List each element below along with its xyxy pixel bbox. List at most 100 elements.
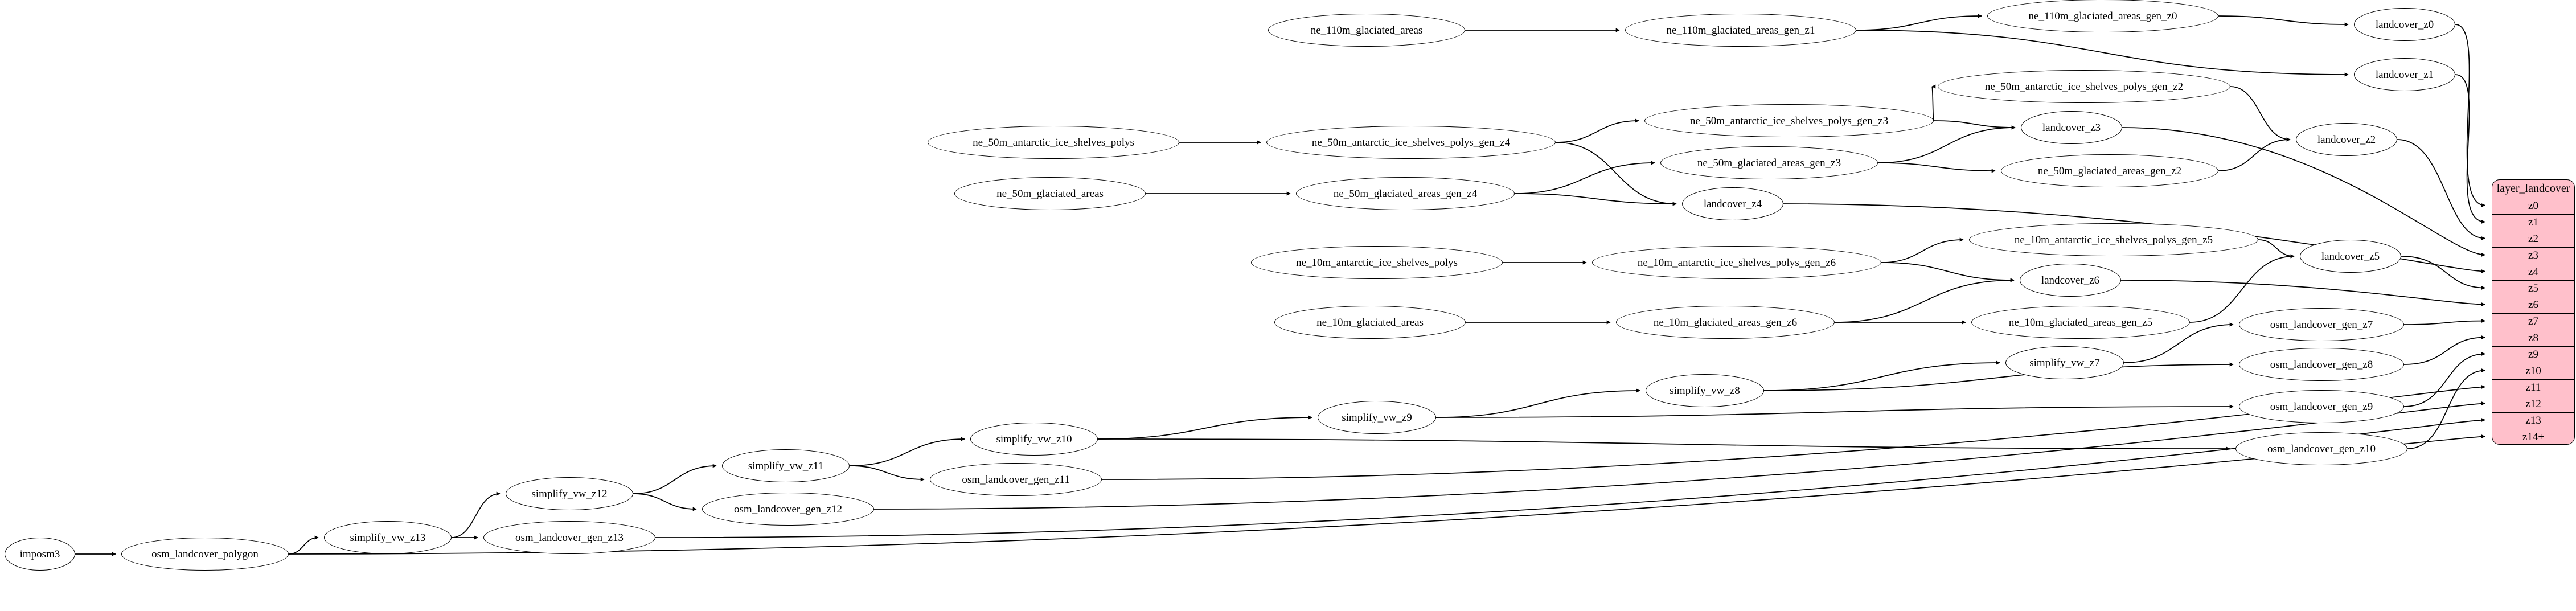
graph-node-label: ne_50m_glaciated_areas_gen_z4: [1333, 187, 1478, 200]
layer-table-header: layer_landcover: [2496, 182, 2570, 195]
graph-node-label: osm_landcover_gen_z9: [2270, 400, 2373, 413]
layer-table-row-z12[interactable]: z12: [2492, 396, 2574, 412]
graph-node-ne-110m-glaciated-areas[interactable]: ne_110m_glaciated_areas: [1268, 14, 1465, 47]
graph-node-osm-landcover-gen-z11[interactable]: osm_landcover_gen_z11: [930, 463, 1102, 496]
graph-node-ne-50m-glaciated-areas-gen-z2[interactable]: ne_50m_glaciated_areas_gen_z2: [2001, 154, 2218, 187]
edge-n_ne50_ga_z3-to-n_ne50_ga_z2: [1877, 162, 1996, 173]
graph-node-landcover-z3[interactable]: landcover_z3: [2021, 111, 2122, 144]
graph-node-label: ne_50m_glaciated_areas_gen_z3: [1697, 157, 1841, 169]
graph-node-label: ne_50m_antarctic_ice_shelves_polys_gen_z…: [1311, 136, 1511, 149]
edge-n_simp_z12-to-n_simp_z11: [633, 464, 717, 494]
graph-node-simplify-vw-z11[interactable]: simplify_vw_z11: [722, 449, 850, 482]
graph-node-ne-50m-glaciated-areas-gen-z4[interactable]: ne_50m_glaciated_areas_gen_z4: [1296, 177, 1515, 210]
graph-node-landcover-z6[interactable]: landcover_z6: [2020, 264, 2121, 297]
graph-node-simplify-vw-z13[interactable]: simplify_vw_z13: [324, 521, 452, 554]
graph-node-imposm3[interactable]: imposm3: [5, 538, 75, 571]
graph-node-ne-50m-antarctic-ice-shelves-polys-gen-z2[interactable]: ne_50m_antarctic_ice_shelves_polys_gen_z…: [1938, 70, 2230, 103]
layer-table-row-z5[interactable]: z5: [2492, 280, 2574, 297]
edge-n_simp_z10-to-n_osm_z10: [1097, 438, 2230, 451]
edge-n_ne10_aisp_z6-to-n_ne10_aisp_z5: [1881, 237, 1964, 263]
graph-node-label: osm_landcover_gen_z10: [2267, 442, 2376, 455]
graph-node-ne-10m-antarctic-ice-shelves-polys-gen-z5[interactable]: ne_10m_antarctic_ice_shelves_polys_gen_z…: [1969, 223, 2258, 256]
graph-node-label: ne_50m_antarctic_ice_shelves_polys_gen_z…: [1984, 80, 2184, 93]
layer-table-row-z7[interactable]: z7: [2492, 313, 2574, 330]
graph-node-landcover-z1[interactable]: landcover_z1: [2354, 58, 2455, 91]
graph-node-landcover-z0[interactable]: landcover_z0: [2354, 8, 2455, 41]
edge-n_simp_z10-to-n_simp_z9: [1097, 415, 1312, 440]
graph-node-label: osm_landcover_gen_z8: [2270, 358, 2373, 371]
graph-node-label: landcover_z6: [2041, 274, 2100, 286]
graph-node-label: ne_50m_glaciated_areas: [996, 187, 1104, 200]
graph-node-label: osm_landcover_polygon: [151, 548, 259, 560]
edge-n_ne50_ga_z2-to-n_lc_z2: [2218, 137, 2291, 171]
edge-n_simp_z11-to-n_simp_z10: [849, 437, 965, 466]
edge-n_lc_z6-to-table-row-6: [2120, 280, 2485, 306]
edge-n_simp_z8-to-n_simp_z7: [1763, 360, 2000, 391]
graph-node-ne-110m-glaciated-areas-gen-z0[interactable]: ne_110m_glaciated_areas_gen_z0: [1987, 0, 2218, 32]
layer-table-row-z3[interactable]: z3: [2492, 247, 2574, 264]
edge-n_ne50_aisp_z2-to-n_lc_z2: [2230, 86, 2291, 142]
graph-node-simplify-vw-z12[interactable]: simplify_vw_z12: [506, 477, 633, 510]
edge-n_osm_z9-to-table-row-9: [2403, 352, 2485, 407]
graph-node-osm-landcover-polygon[interactable]: osm_landcover_polygon: [121, 538, 289, 571]
graph-node-landcover-z4[interactable]: landcover_z4: [1682, 187, 1783, 220]
graph-node-ne-50m-antarctic-ice-shelves-polys-gen-z3[interactable]: ne_50m_antarctic_ice_shelves_polys_gen_z…: [1644, 104, 1934, 137]
graph-node-label: landcover_z3: [2042, 121, 2101, 134]
graph-node-label: ne_50m_antarctic_ice_shelves_polys_gen_z…: [1689, 114, 1889, 127]
edge-n_ne110_ga_z1-to-n_ne110_ga_z0: [1856, 14, 1982, 31]
graph-node-label: landcover_z2: [2317, 133, 2376, 146]
layer-table-row-z10[interactable]: z10: [2492, 363, 2574, 379]
graph-node-label: landcover_z1: [2375, 68, 2434, 81]
layer-table-row-z4[interactable]: z4: [2492, 264, 2574, 280]
layer-table-row-z1[interactable]: z1: [2492, 214, 2574, 231]
graph-node-ne-50m-glaciated-areas[interactable]: ne_50m_glaciated_areas: [954, 177, 1146, 210]
layer-table-row-z0[interactable]: z0: [2492, 198, 2574, 214]
layer-table-row-z13[interactable]: z13: [2492, 412, 2574, 429]
graph-node-osm-landcover-gen-z9[interactable]: osm_landcover_gen_z9: [2239, 390, 2404, 423]
graph-node-label: simplify_vw_z8: [1670, 384, 1740, 397]
graph-node-osm-landcover-gen-z7[interactable]: osm_landcover_gen_z7: [2239, 308, 2404, 341]
graph-node-osm-landcover-gen-z12[interactable]: osm_landcover_gen_z12: [702, 493, 874, 526]
graph-node-ne-50m-antarctic-ice-shelves-polys[interactable]: ne_50m_antarctic_ice_shelves_polys: [928, 126, 1179, 159]
graph-node-ne-50m-antarctic-ice-shelves-polys-gen-z4[interactable]: ne_50m_antarctic_ice_shelves_polys_gen_z…: [1266, 126, 1556, 159]
edge-n_ne10_aisp_z6-to-n_lc_z6: [1881, 262, 2015, 282]
graph-node-label: simplify_vw_z13: [350, 531, 426, 544]
layer-table-row-z14plus[interactable]: z14+: [2492, 429, 2574, 444]
graph-node-label: simplify_vw_z10: [996, 433, 1072, 445]
graph-node-ne-50m-glaciated-areas-gen-z3[interactable]: ne_50m_glaciated_areas_gen_z3: [1660, 146, 1878, 179]
layer-table-row-z9[interactable]: z9: [2492, 346, 2574, 363]
edge-n_osm_z10-to-table-row-10: [2407, 368, 2485, 449]
layer-table-row-z8[interactable]: z8: [2492, 330, 2574, 346]
edge-n_ne50_ga_z4-to-n_lc_z4: [1514, 193, 1677, 206]
graph-node-label: ne_10m_glaciated_areas: [1316, 316, 1424, 329]
graph-node-landcover-z5[interactable]: landcover_z5: [2300, 240, 2401, 273]
edge-n_simp_z9-to-n_osm_z9: [1435, 404, 2234, 418]
graph-node-ne-10m-glaciated-areas[interactable]: ne_10m_glaciated_areas: [1274, 306, 1466, 339]
graph-node-label: simplify_vw_z7: [2029, 356, 2100, 369]
edge-n_ne110_ga_z1-to-n_lc_z1: [1856, 30, 2349, 77]
edge-n_ne10_aisp_z5-to-n_lc_z5: [2258, 239, 2295, 259]
graph-node-simplify-vw-z9[interactable]: simplify_vw_z9: [1318, 401, 1436, 434]
graph-node-ne-10m-glaciated-areas-gen-z6[interactable]: ne_10m_glaciated_areas_gen_z6: [1616, 306, 1835, 339]
edge-n_ne50_ga_z4-to-n_ne50_ga_z3: [1514, 161, 1655, 194]
edge-n_ne50_aisp_z4-to-n_ne50_aisp_z3: [1555, 118, 1639, 143]
graph-node-simplify-vw-z8[interactable]: simplify_vw_z8: [1646, 374, 1764, 407]
graph-node-ne-10m-antarctic-ice-shelves-polys-gen-z6[interactable]: ne_10m_antarctic_ice_shelves_polys_gen_z…: [1592, 246, 1881, 279]
graph-node-ne-10m-antarctic-ice-shelves-polys[interactable]: ne_10m_antarctic_ice_shelves_polys: [1251, 246, 1503, 279]
graph-node-osm-landcover-gen-z10[interactable]: osm_landcover_gen_z10: [2235, 432, 2407, 465]
graph-node-landcover-z2[interactable]: landcover_z2: [2296, 123, 2397, 156]
edge-n_simp_z9-to-n_simp_z8: [1435, 388, 1640, 418]
graph-node-ne-110m-glaciated-areas-gen-z1[interactable]: ne_110m_glaciated_areas_gen_z1: [1625, 14, 1856, 47]
graph-node-simplify-vw-z7[interactable]: simplify_vw_z7: [2005, 346, 2124, 379]
graph-node-osm-landcover-gen-z8[interactable]: osm_landcover_gen_z8: [2239, 348, 2404, 381]
graph-node-ne-10m-glaciated-areas-gen-z5[interactable]: ne_10m_glaciated_areas_gen_z5: [1971, 306, 2190, 339]
edge-n_osm_z12-to-table-row-12: [873, 401, 2485, 510]
graph-node-label: ne_10m_antarctic_ice_shelves_polys_gen_z…: [1637, 256, 1836, 269]
graph-node-simplify-vw-z10[interactable]: simplify_vw_z10: [970, 423, 1098, 456]
graph-node-label: simplify_vw_z12: [531, 487, 608, 500]
layer-table-row-z2[interactable]: z2: [2492, 231, 2574, 247]
graph-node-osm-landcover-gen-z13[interactable]: osm_landcover_gen_z13: [483, 521, 655, 554]
layer-table-row-z6[interactable]: z6: [2492, 297, 2574, 313]
layer-table-row-z11[interactable]: z11: [2492, 379, 2574, 396]
